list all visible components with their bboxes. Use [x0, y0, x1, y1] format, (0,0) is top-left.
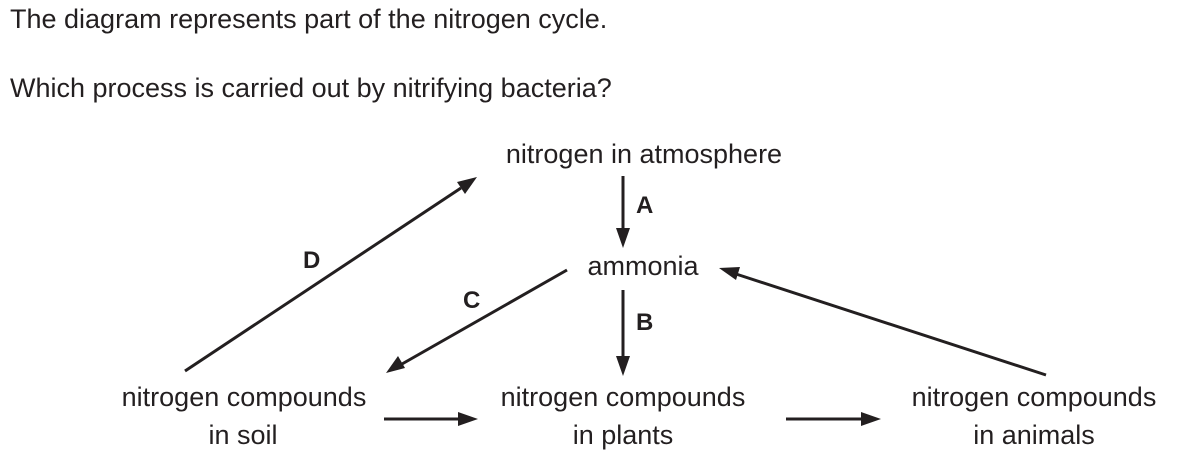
arrow-soil-to-plants [384, 412, 478, 426]
node-animals-line1: nitrogen compounds [912, 382, 1157, 412]
question-intro: The diagram represents part of the nitro… [10, 4, 608, 34]
arrow-a [616, 176, 630, 248]
node-soil-line1: nitrogen compounds [122, 382, 367, 412]
node-plants-line2: in plants [573, 420, 674, 450]
arrow-animals-to-ammonia [719, 267, 1047, 377]
question-prompt: Which process is carried out by nitrifyi… [10, 73, 612, 103]
node-nitrogen-in-atmosphere: nitrogen in atmosphere [506, 139, 782, 169]
node-ammonia: ammonia [587, 251, 699, 281]
label-d: D [303, 247, 320, 274]
label-a: A [636, 192, 653, 219]
node-plants-line1: nitrogen compounds [501, 382, 746, 412]
arrow-plants-to-animals [786, 412, 881, 426]
arrow-b [616, 290, 630, 376]
arrow-c [386, 268, 568, 373]
arrow-d [184, 177, 477, 373]
node-animals-line2: in animals [973, 420, 1095, 450]
label-b: B [636, 309, 653, 336]
node-soil-line2: in soil [208, 420, 277, 450]
label-c: C [463, 287, 480, 314]
